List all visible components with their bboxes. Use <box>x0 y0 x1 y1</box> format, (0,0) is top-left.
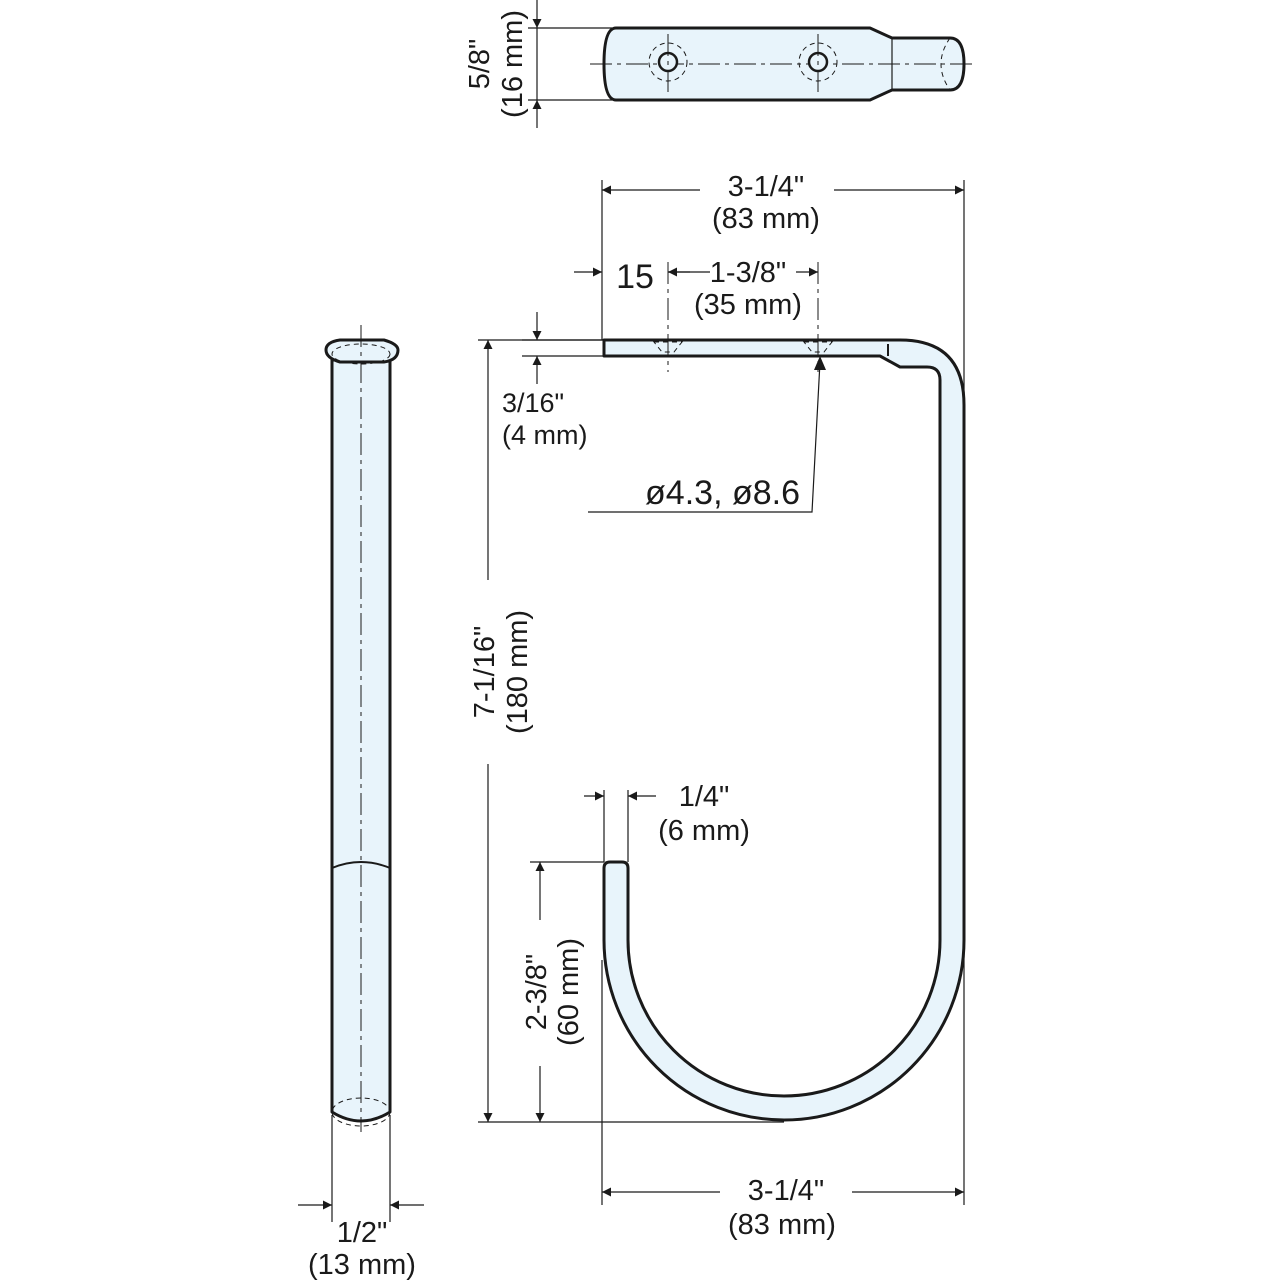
side-view-rod-end <box>331 1097 391 1127</box>
bottom-width-mm-label: (83 mm) <box>728 1209 836 1241</box>
rod-diameter-in-label: 1/4" <box>679 781 730 813</box>
side-width-in-label: 1/2" <box>337 1217 388 1249</box>
bottom-width-in-label: 3-1/4" <box>748 1175 824 1207</box>
hole-pitch-mm-label: (35 mm) <box>694 289 802 321</box>
hook-depth-mm-label: (60 mm) <box>553 938 585 1046</box>
top-width-mm-label: (16 mm) <box>497 10 529 118</box>
hook-depth-in-label: 2-3/8" <box>521 954 553 1030</box>
overall-height-in-label: 7-1/16" <box>469 626 501 719</box>
plate-hole-2 <box>802 262 834 372</box>
hole-offset-label: 15 <box>616 258 654 296</box>
overall-width-mm-label: (83 mm) <box>712 203 820 235</box>
hole-pitch-in-label: 1-3/8" <box>710 257 786 289</box>
side-view-head <box>324 338 400 364</box>
top-view-hole-2 <box>798 34 838 92</box>
plate-thickness-in-label: 3/16" <box>502 388 564 418</box>
side-view: 1/2" (13 mm) <box>298 325 424 1280</box>
rod-diameter-mm-label: (6 mm) <box>658 815 750 847</box>
hole-diameter-label: ø4.3, ø8.6 <box>645 474 800 512</box>
hook-outline <box>602 338 966 1122</box>
side-view-joint <box>331 861 391 869</box>
plate-hole-1 <box>652 262 684 372</box>
overall-height-mm-label: (180 mm) <box>502 610 534 734</box>
plate-thickness-mm-label: (4 mm) <box>502 420 587 450</box>
front-view: 3-1/4" (83 mm) 15 1-3/8" (35 mm) 3/16" (… <box>469 171 966 1241</box>
overall-width-in-label: 3-1/4" <box>728 171 804 203</box>
side-width-mm-label: (13 mm) <box>308 1249 416 1280</box>
top-view: 5/8" (16 mm) <box>464 0 975 128</box>
top-width-in-label: 5/8" <box>464 39 496 90</box>
top-view-hole-1 <box>648 34 688 92</box>
